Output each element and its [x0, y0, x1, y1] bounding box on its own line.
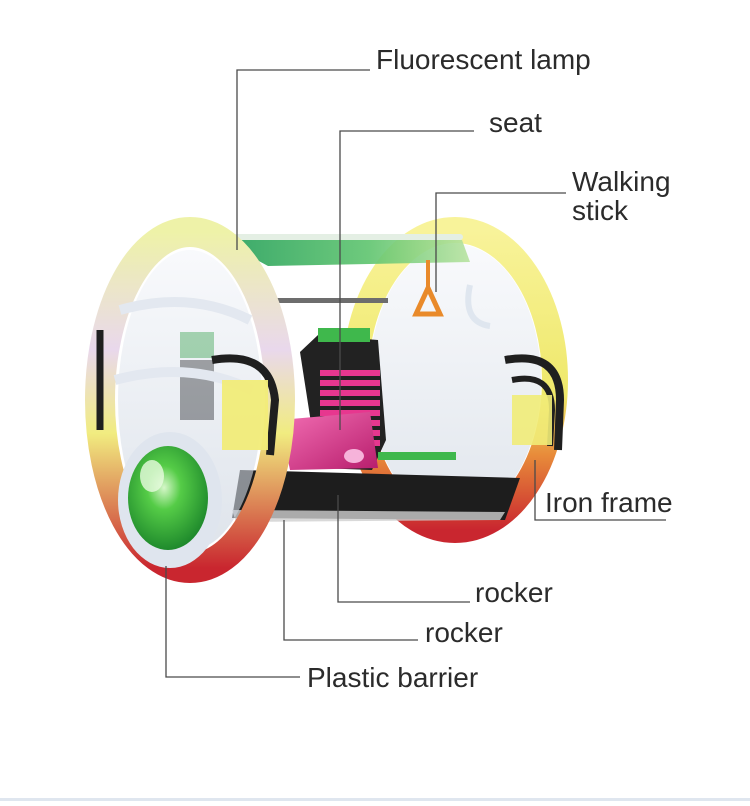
leader-plastic-barrier	[165, 566, 300, 678]
label-fluorescent-lamp: Fluorescent lamp	[376, 44, 591, 75]
fluorescent-lamp-canopy	[215, 234, 470, 266]
label-plastic-barrier: Plastic barrier	[307, 662, 479, 693]
label-seat: seat	[489, 107, 542, 138]
bottom-strip	[0, 798, 750, 801]
label-rocker-lower: rocker	[425, 617, 503, 648]
leader-rocker-lower	[283, 520, 418, 641]
leader-lines	[165, 69, 666, 678]
leader-seat	[339, 130, 474, 430]
label-iron-frame: Iron frame	[545, 487, 673, 518]
front-seat	[280, 328, 456, 470]
iron-frame-right	[504, 354, 565, 451]
leader-walking-stick	[435, 192, 566, 292]
rear-rail	[248, 298, 388, 303]
plastic-barrier-hub	[118, 432, 222, 568]
iron-frame-left	[96, 330, 280, 456]
leader-iron-frame	[534, 460, 666, 521]
ride-base	[232, 470, 520, 522]
label-walking-stick: Walking stick	[572, 166, 671, 226]
leader-rocker-upper	[337, 495, 470, 603]
leader-fluorescent-lamp	[236, 69, 370, 250]
walking-stick-grip	[412, 260, 491, 329]
label-rocker-upper: rocker	[475, 577, 553, 608]
